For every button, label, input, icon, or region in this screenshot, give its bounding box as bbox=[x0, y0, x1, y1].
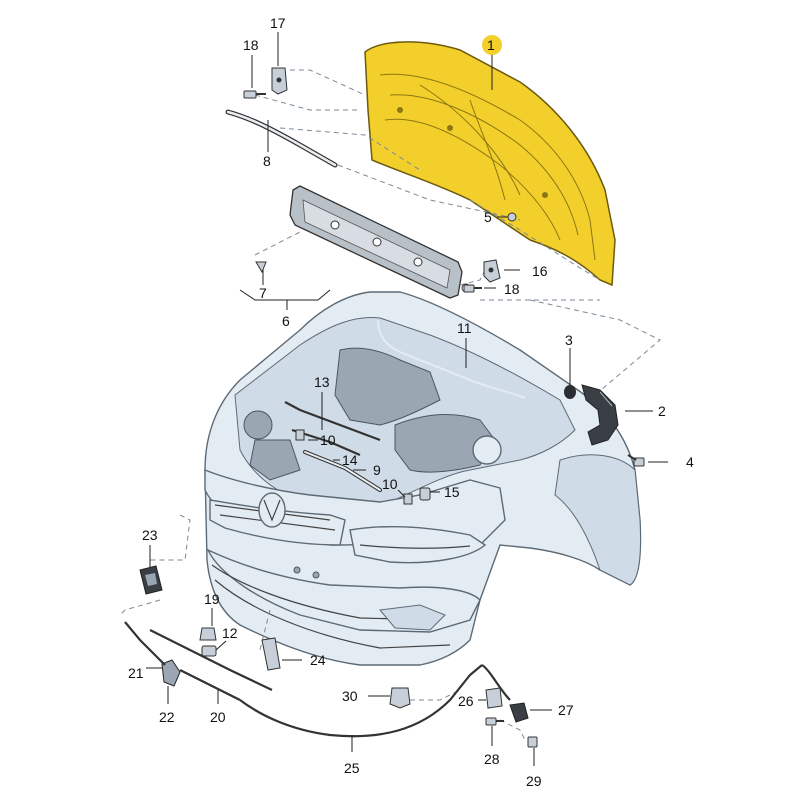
label-part-22[interactable]: 22 bbox=[159, 709, 175, 725]
bracket-part-23[interactable] bbox=[139, 565, 163, 595]
release-cable-part-20[interactable] bbox=[149, 629, 273, 701]
label-part-18-lower[interactable]: 18 bbox=[504, 281, 520, 297]
leader-lines bbox=[146, 32, 668, 766]
label-part-14[interactable]: 14 bbox=[342, 452, 358, 468]
release-rod-part-14[interactable] bbox=[291, 428, 361, 457]
label-part-15[interactable]: 15 bbox=[444, 484, 460, 500]
bracket-part-24[interactable] bbox=[261, 637, 281, 671]
bolt-part-10-upper[interactable] bbox=[295, 429, 305, 441]
label-part-10-upper[interactable]: 10 bbox=[320, 432, 336, 448]
bolt-part-18-upper[interactable] bbox=[243, 90, 266, 99]
label-part-20[interactable]: 20 bbox=[210, 709, 226, 725]
part-1-highlight bbox=[482, 35, 502, 55]
label-part-7[interactable]: 7 bbox=[259, 285, 267, 301]
label-part-18-upper[interactable]: 18 bbox=[243, 37, 259, 53]
bolt-part-18-lower[interactable] bbox=[463, 284, 482, 293]
nut-part-29[interactable] bbox=[527, 736, 538, 748]
label-part-11[interactable]: 11 bbox=[457, 320, 472, 336]
label-part-30[interactable]: 30 bbox=[342, 688, 358, 704]
clip-part-19[interactable] bbox=[199, 627, 217, 641]
label-part-27[interactable]: 27 bbox=[558, 702, 574, 718]
bolt-part-28[interactable] bbox=[485, 717, 504, 726]
label-part-6[interactable]: 6 bbox=[282, 313, 290, 329]
release-rod-part-13[interactable] bbox=[284, 401, 381, 442]
label-part-29[interactable]: 29 bbox=[526, 773, 542, 789]
label-part-9[interactable]: 9 bbox=[373, 462, 381, 478]
label-part-10-lower[interactable]: 10 bbox=[382, 476, 398, 492]
label-part-8[interactable]: 8 bbox=[263, 153, 271, 169]
bolt-part-4[interactable] bbox=[627, 454, 645, 467]
grommet-part-30[interactable] bbox=[389, 687, 411, 709]
hinge-part-16[interactable] bbox=[483, 259, 501, 283]
label-part-28[interactable]: 28 bbox=[484, 751, 500, 767]
cable-guide-part-9[interactable] bbox=[303, 450, 382, 492]
release-cable-part-25[interactable] bbox=[239, 664, 511, 738]
release-lever-part-22[interactable] bbox=[161, 659, 181, 687]
lever-part-27[interactable] bbox=[509, 702, 529, 723]
label-part-5[interactable]: 5 bbox=[484, 209, 492, 225]
clip-part-7[interactable] bbox=[255, 261, 267, 274]
clip-part-5[interactable] bbox=[507, 212, 517, 222]
label-part-24[interactable]: 24 bbox=[310, 652, 326, 668]
label-part-12[interactable]: 12 bbox=[222, 625, 238, 641]
label-part-4[interactable]: 4 bbox=[686, 454, 694, 470]
label-part-25[interactable]: 25 bbox=[344, 760, 360, 776]
clip-part-15[interactable] bbox=[419, 487, 431, 501]
label-part-17[interactable]: 17 bbox=[270, 15, 286, 31]
cable-end-part-21[interactable] bbox=[124, 621, 166, 666]
bolt-part-10-lower[interactable] bbox=[403, 493, 413, 505]
part-number-labels: 1 2 3 4 5 6 7 8 9 10 10 11 12 13 14 15 1… bbox=[128, 15, 694, 789]
hood-seal-strip[interactable] bbox=[225, 109, 338, 168]
label-part-19[interactable]: 19 bbox=[204, 591, 220, 607]
label-part-16[interactable]: 16 bbox=[532, 263, 548, 279]
hood-insulation-mat[interactable] bbox=[289, 185, 471, 299]
label-part-26[interactable]: 26 bbox=[458, 693, 474, 709]
label-part-13[interactable]: 13 bbox=[314, 374, 330, 390]
label-part-2[interactable]: 2 bbox=[658, 403, 666, 419]
label-part-21[interactable]: 21 bbox=[128, 665, 144, 681]
label-part-1[interactable]: 1 bbox=[487, 37, 495, 53]
cable-guide-part-12[interactable] bbox=[201, 645, 217, 657]
hood-panel[interactable] bbox=[364, 41, 616, 287]
label-part-3[interactable]: 3 bbox=[565, 332, 573, 348]
vehicle-front-body bbox=[204, 291, 642, 666]
hood-latch-part-2[interactable] bbox=[581, 384, 619, 446]
hinge-bracket-part-17[interactable] bbox=[271, 67, 288, 95]
buffer-part-3[interactable] bbox=[564, 385, 576, 399]
bracket-part-26[interactable] bbox=[485, 687, 503, 709]
label-part-23[interactable]: 23 bbox=[142, 527, 158, 543]
